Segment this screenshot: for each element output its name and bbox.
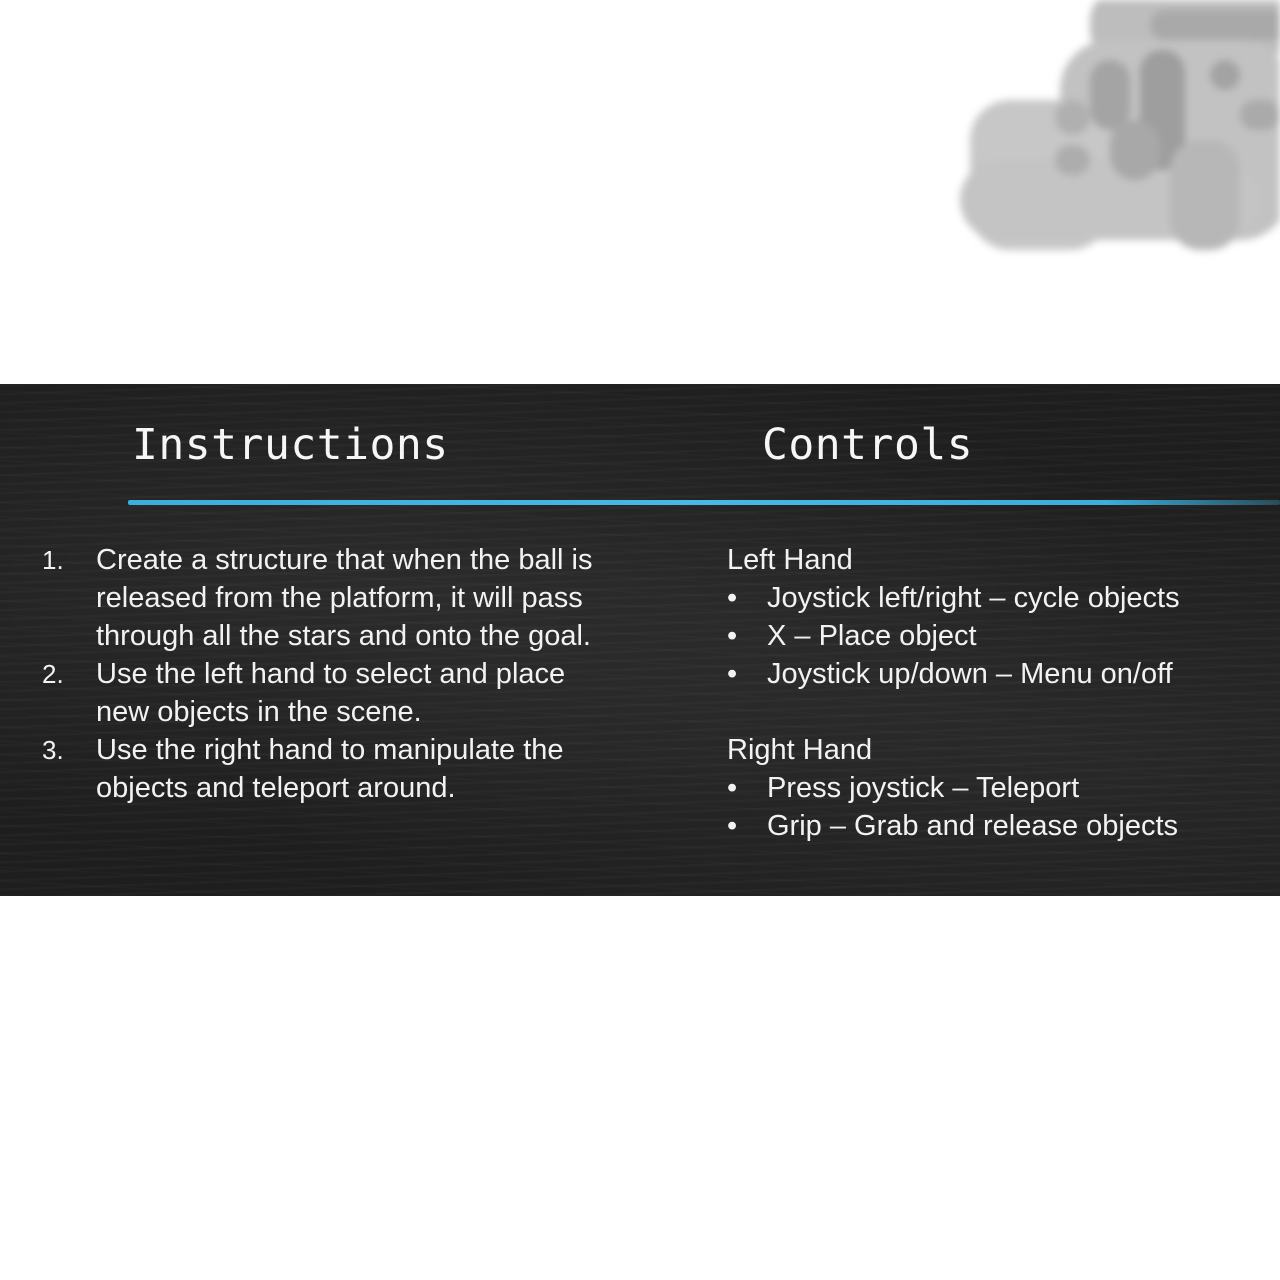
scene-preview-image	[940, 0, 1280, 260]
step-text: Create a structure that when the ball is…	[96, 544, 593, 652]
left-hand-controls: Left Hand • Joystick left/right – cycle …	[727, 541, 1267, 693]
controls-heading: Controls	[762, 420, 974, 470]
left-hand-list: • Joystick left/right – cycle objects • …	[727, 579, 1267, 693]
control-text: X – Place object	[767, 620, 977, 652]
left-hand-title: Left Hand	[727, 544, 853, 576]
right-hand-list: • Press joystick – Teleport • Grip – Gra…	[727, 769, 1267, 845]
right-hand-controls: Right Hand • Press joystick – Teleport •…	[727, 731, 1267, 845]
step-number: 1.	[42, 545, 64, 575]
instruction-step: 2. Use the left hand to select and place…	[40, 655, 620, 731]
bullet-icon: •	[727, 658, 738, 690]
bullet-icon: •	[727, 582, 738, 614]
step-number: 2.	[42, 659, 64, 689]
control-text: Joystick left/right – cycle objects	[767, 582, 1180, 614]
control-item: • Press joystick – Teleport	[727, 769, 1267, 807]
right-hand-title: Right Hand	[727, 734, 873, 766]
instruction-list: 1. Create a structure that when the ball…	[40, 541, 620, 807]
bullet-icon: •	[727, 810, 738, 842]
step-text: Use the left hand to select and place ne…	[96, 658, 566, 728]
control-text: Grip – Grab and release objects	[767, 810, 1179, 842]
step-text: Use the right hand to manipulate the obj…	[96, 734, 564, 804]
chalkboard-panel: Instructions Controls 1. Create a struct…	[0, 384, 1280, 896]
bullet-icon: •	[727, 772, 738, 804]
instruction-step: 3. Use the right hand to manipulate the …	[40, 731, 620, 807]
control-item: • Joystick left/right – cycle objects	[727, 579, 1267, 617]
control-text: Press joystick – Teleport	[767, 772, 1080, 804]
heading-divider	[128, 500, 1280, 505]
controls-section: Left Hand • Joystick left/right – cycle …	[727, 541, 1267, 845]
control-item: • Joystick up/down – Menu on/off	[727, 655, 1267, 693]
control-item: • Grip – Grab and release objects	[727, 807, 1267, 845]
control-item: • X – Place object	[727, 617, 1267, 655]
instructions-heading: Instructions	[132, 420, 449, 470]
instruction-step: 1. Create a structure that when the ball…	[40, 541, 620, 655]
bullet-icon: •	[727, 620, 738, 652]
step-number: 3.	[42, 735, 64, 765]
control-text: Joystick up/down – Menu on/off	[767, 658, 1173, 690]
